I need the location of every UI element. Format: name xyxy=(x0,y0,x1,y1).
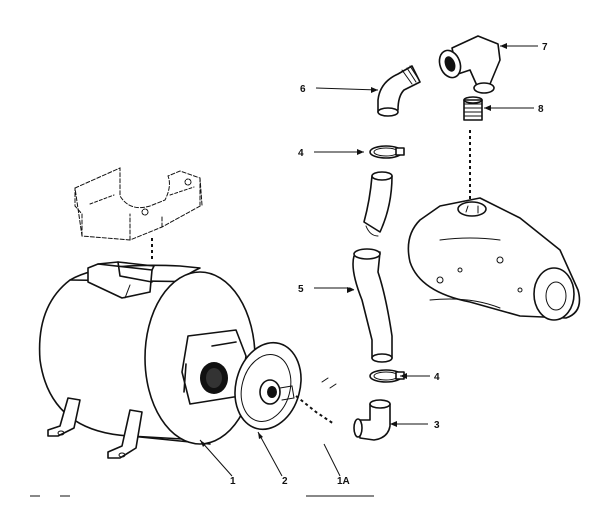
callout-5: 5 xyxy=(298,284,304,295)
gasket-sketch-marks xyxy=(321,377,337,389)
callout-7: 7 xyxy=(542,42,548,53)
callout-4-upper: 4 xyxy=(298,148,304,159)
callout-2: 2 xyxy=(282,476,288,487)
callout-1a: 1A xyxy=(337,476,350,487)
gasket-dashed-alignment-line xyxy=(295,395,335,425)
hose-clamp-upper xyxy=(369,145,405,159)
pressure-tank xyxy=(38,261,256,459)
hose-lower xyxy=(352,248,393,363)
threaded-elbow-lower xyxy=(353,399,391,441)
tank-diaphragm-fitting xyxy=(234,341,302,431)
callout-3: 3 xyxy=(434,420,440,431)
pump-housing xyxy=(407,197,581,321)
pipe-tee-fitting xyxy=(438,35,501,94)
pipe-nipple xyxy=(463,96,483,121)
callout-6: 6 xyxy=(300,84,306,95)
motor-mount-saddle xyxy=(74,167,203,241)
callout-4-lower: 4 xyxy=(434,372,440,383)
callout-1: 1 xyxy=(230,476,236,487)
threaded-elbow-upper xyxy=(377,65,421,117)
leader-lines xyxy=(199,43,538,477)
callout-8: 8 xyxy=(538,104,544,115)
hose-clamp-lower xyxy=(369,369,405,383)
hose-upper xyxy=(363,171,393,237)
